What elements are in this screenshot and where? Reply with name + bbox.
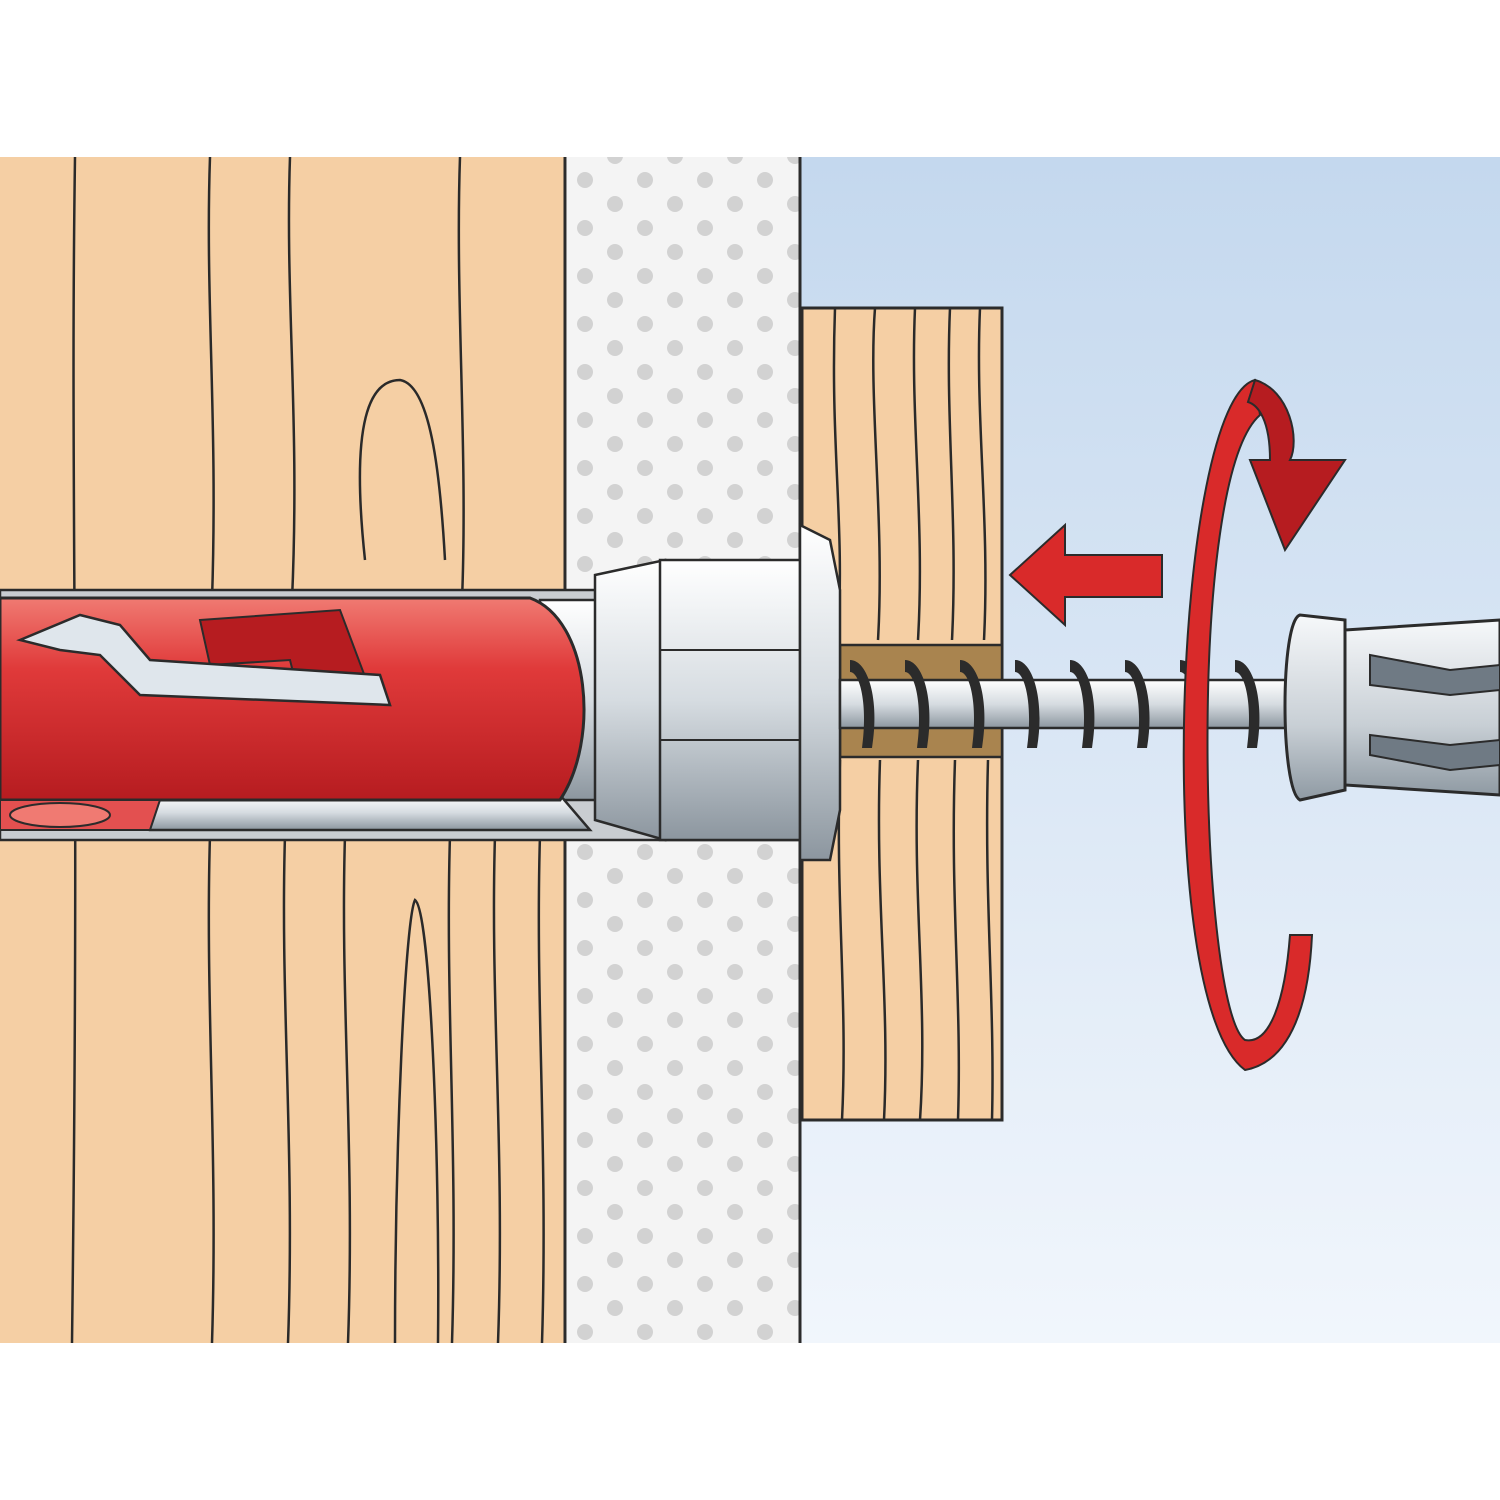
insertion-direction-arrow <box>1008 522 1163 628</box>
screw-thread <box>960 660 985 748</box>
screw-thread <box>1125 660 1150 748</box>
screw-thread <box>1235 660 1260 748</box>
rotation-arrow <box>1182 378 1347 1072</box>
screwdriver-bit <box>1283 613 1500 802</box>
red-wall-plug <box>0 596 586 831</box>
screw-thread <box>1070 660 1095 748</box>
screw-thread <box>905 660 930 748</box>
screw-thread <box>1015 660 1040 748</box>
plug-collar <box>538 522 842 862</box>
screw-thread <box>850 660 875 748</box>
